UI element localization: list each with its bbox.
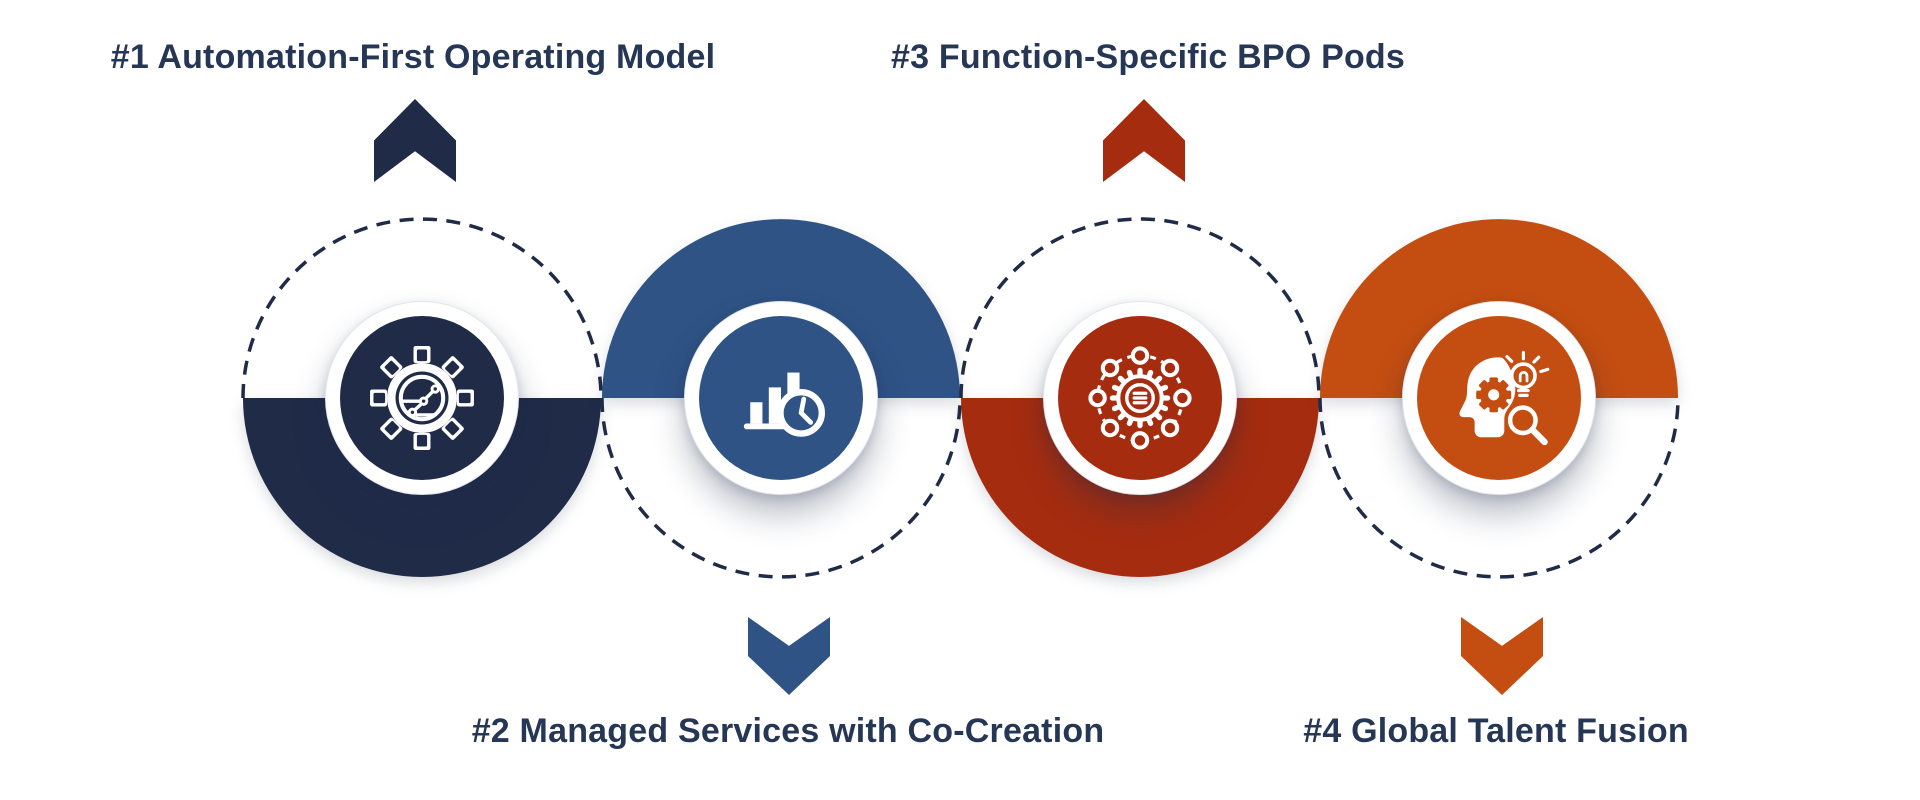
pod4-icon-core: [1417, 316, 1581, 480]
magnifier: [1507, 405, 1548, 446]
pod4-title: #4 Global Talent Fusion: [1303, 712, 1689, 750]
head-gear: [1476, 377, 1512, 413]
pod2-icon-badge: [684, 301, 878, 495]
bpo-pods-network-icon: [1088, 346, 1192, 450]
pod2-title: #2 Managed Services with Co-Creation: [471, 712, 1105, 750]
pod1-icon-core: [340, 316, 504, 480]
clock: [777, 388, 825, 437]
pod3-icon-core: [1058, 316, 1222, 480]
pod2-dashed-bottom-arc: [600, 397, 962, 579]
orbit-nodes: [1088, 346, 1192, 450]
pod2-icon-core: [699, 316, 863, 480]
pod1-icon-badge: [325, 301, 519, 495]
pod3-title: #3 Function-Specific BPO Pods: [891, 38, 1405, 76]
list-lines: [1132, 391, 1148, 405]
pod1-title: #1 Automation-First Operating Model: [110, 38, 716, 76]
pod3-dashed-top-arc: [959, 217, 1321, 399]
automation-gear-circuit-icon: [370, 346, 474, 450]
talent-search-mind-icon: [1459, 350, 1550, 446]
pod1-dashed-top-arc: [241, 217, 603, 399]
center-gear: [1109, 367, 1171, 429]
circuit-traces: [398, 374, 446, 422]
pod3-icon-badge: [1043, 301, 1237, 495]
bar-chart-clock-icon: [743, 372, 825, 437]
pod4-dashed-bottom-arc: [1318, 397, 1680, 579]
lightbulb: [1505, 350, 1550, 397]
pod4-icon-badge: [1402, 301, 1596, 495]
bulb-rays: [1505, 350, 1550, 397]
